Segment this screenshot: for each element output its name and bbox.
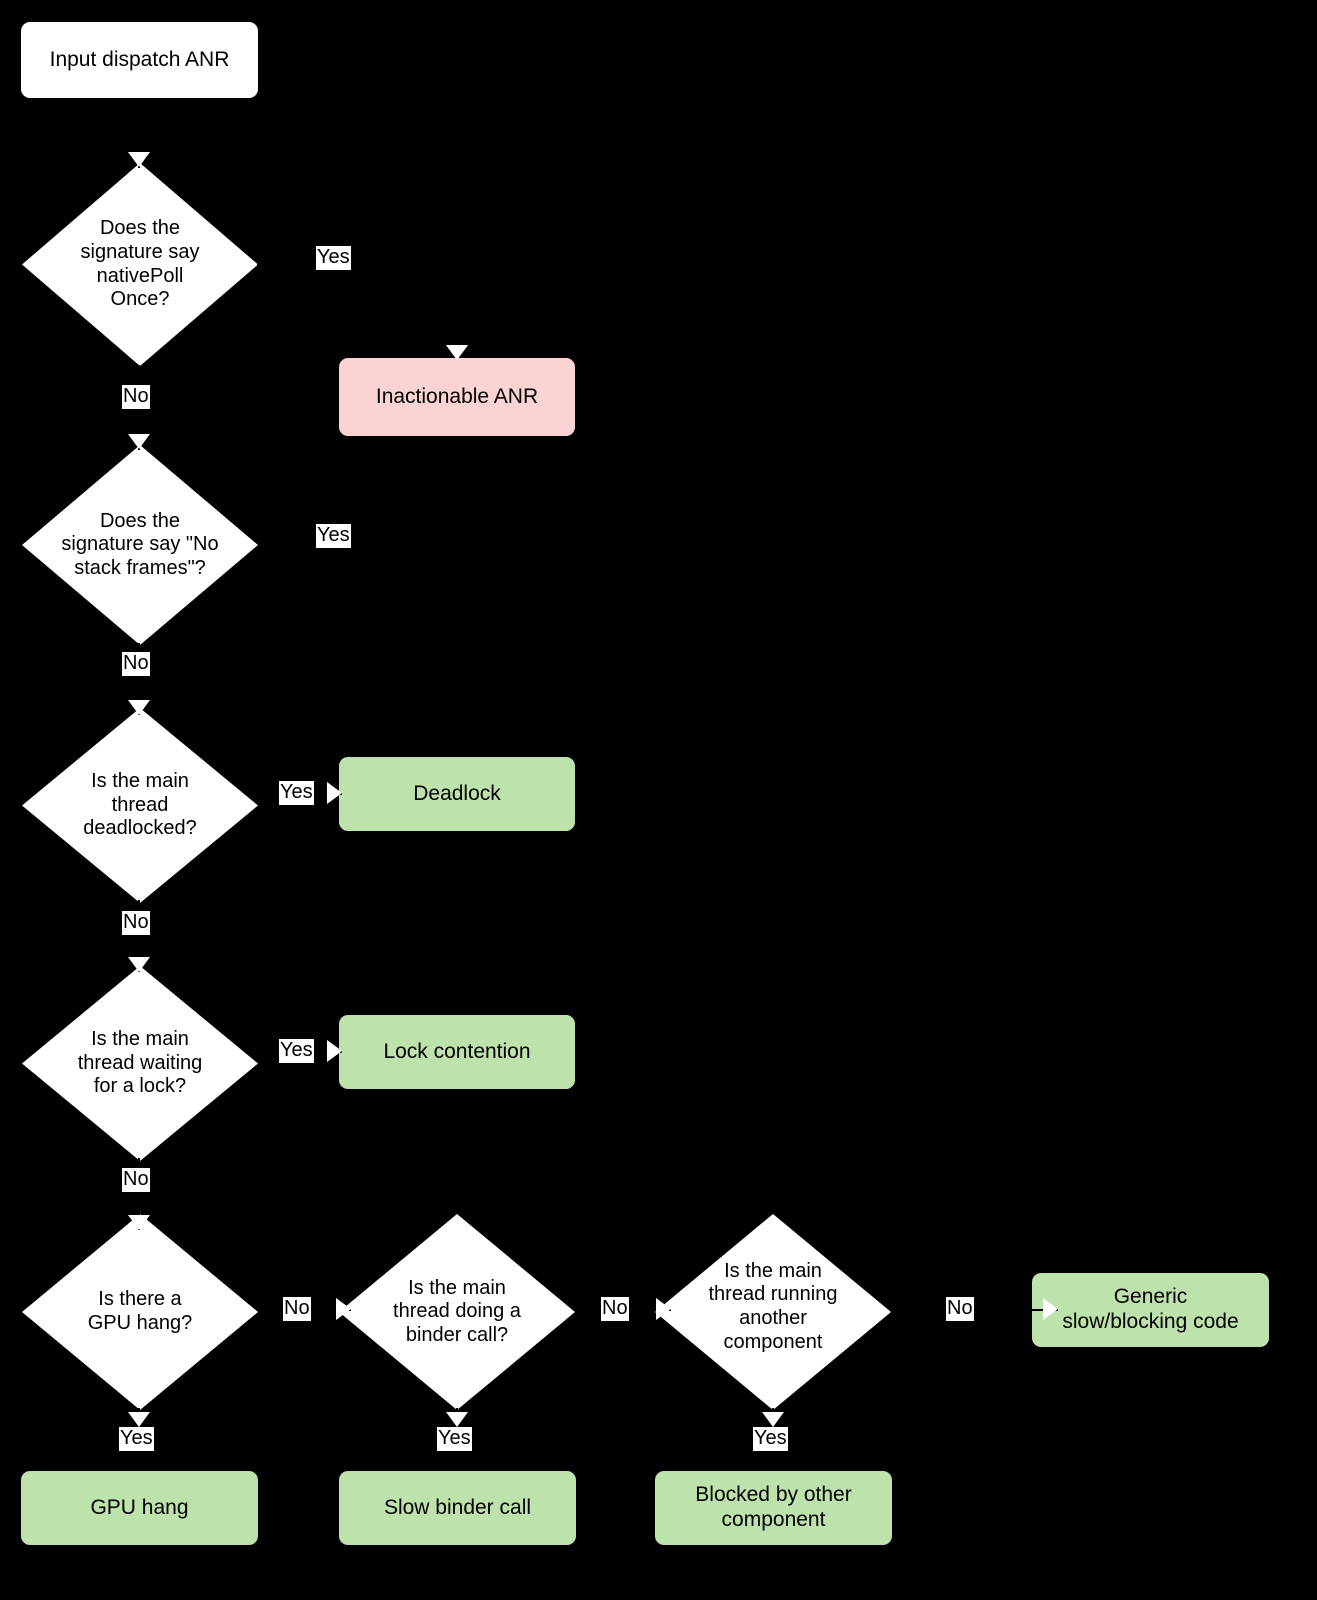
edge-label-nativepoll-yes: Yes xyxy=(316,246,351,270)
node-outcome-lock-contention[interactable]: Lock contention xyxy=(339,1015,575,1089)
node-decision-gpu-hang[interactable]: Is there a GPU hang? xyxy=(22,1214,258,1410)
edge-label-nostack-no: No xyxy=(122,652,150,676)
node-decision-main-thread-waiting-for-lock[interactable]: Is the main thread waiting for a lock? xyxy=(22,966,258,1161)
edge-component-no xyxy=(893,1309,1058,1311)
node-label: Does the signature say "No stack frames"… xyxy=(61,509,219,579)
arrowhead-nativepoll-no xyxy=(128,434,150,449)
node-label: Is the main thread doing a binder call? xyxy=(393,1276,521,1346)
arrowhead-binder-yes xyxy=(446,1412,468,1427)
edge-nativepoll-yes xyxy=(257,263,457,265)
arrowhead-binder-no xyxy=(656,1298,671,1320)
node-label: Generic slow/blocking code xyxy=(1062,1285,1239,1333)
node-label: Is the main thread running another compo… xyxy=(708,1259,838,1353)
node-outcome-deadlock[interactable]: Deadlock xyxy=(339,757,575,831)
edge-lock-no xyxy=(138,1158,140,1230)
arrowhead-gpu-no xyxy=(336,1298,351,1320)
node-decision-no-stack-frames[interactable]: Does the signature say "No stack frames"… xyxy=(22,445,258,645)
arrowhead-deadlock-yes xyxy=(327,782,342,804)
node-label: Input dispatch ANR xyxy=(49,47,230,71)
edge-label-gpu-yes: Yes xyxy=(119,1427,154,1451)
edge-label-deadlock-yes: Yes xyxy=(279,781,314,805)
node-decision-main-thread-deadlocked[interactable]: Is the main thread deadlocked? xyxy=(22,708,258,903)
edge-label-nativepoll-no: No xyxy=(122,385,150,409)
node-outcome-blocked-by-other-component[interactable]: Blocked by other component xyxy=(655,1471,892,1545)
node-label: Is the main thread waiting for a lock? xyxy=(77,1028,203,1098)
node-label: Inactionable ANR xyxy=(375,384,539,408)
node-decision-binder-call[interactable]: Is the main thread doing a binder call? xyxy=(339,1214,575,1410)
edge-label-component-yes: Yes xyxy=(753,1427,788,1451)
edge-nostack-yes xyxy=(257,540,457,542)
edge-label-component-no: No xyxy=(946,1297,974,1321)
arrowhead-lock-no xyxy=(128,1215,150,1230)
edge-deadlock-no xyxy=(138,900,140,972)
edge-label-binder-no: No xyxy=(601,1297,629,1321)
node-label: GPU hang xyxy=(90,1495,189,1519)
arrowhead-component-no xyxy=(1043,1298,1058,1320)
edge-label-gpu-no: No xyxy=(283,1297,311,1321)
edge-label-deadlock-no: No xyxy=(122,911,150,935)
node-outcome-slow-binder-call[interactable]: Slow binder call xyxy=(339,1471,576,1545)
node-label: Is there a GPU hang? xyxy=(87,1288,193,1334)
node-decision-running-another-component[interactable]: Is the main thread running another compo… xyxy=(655,1214,891,1410)
node-label: Does the signature say nativePoll Once? xyxy=(80,217,200,311)
node-decision-nativepoll-once[interactable]: Does the signature say nativePoll Once? xyxy=(22,163,258,366)
node-label: Lock contention xyxy=(383,1039,531,1063)
edge-label-nostack-yes: Yes xyxy=(316,524,351,548)
edge-label-lock-yes: Yes xyxy=(279,1039,314,1063)
node-label: Deadlock xyxy=(413,781,501,805)
edge-label-lock-no: No xyxy=(122,1168,150,1192)
node-label: Blocked by other component xyxy=(695,1483,852,1531)
node-label: Is the main thread deadlocked? xyxy=(83,770,197,840)
edge-nostack-yes-vert xyxy=(456,438,458,542)
arrowhead-nostack-yes xyxy=(446,345,468,360)
arrowhead-start-to-nativepoll xyxy=(128,152,150,167)
edge-start-to-nativepoll xyxy=(138,98,140,168)
edge-nostack-no xyxy=(138,643,140,715)
arrowhead-lock-yes xyxy=(327,1040,342,1062)
edge-nativepoll-yes-vert xyxy=(456,263,458,358)
arrowhead-gpu-yes xyxy=(128,1412,150,1427)
arrowhead-deadlock-no xyxy=(128,957,150,972)
node-outcome-inactionable-anr[interactable]: Inactionable ANR xyxy=(339,358,575,436)
arrowhead-component-yes xyxy=(762,1412,784,1427)
node-input-dispatch-anr[interactable]: Input dispatch ANR xyxy=(21,22,258,98)
node-label: Slow binder call xyxy=(383,1495,532,1519)
edge-label-binder-yes: Yes xyxy=(437,1427,472,1451)
node-outcome-generic-slow-blocking-code[interactable]: Generic slow/blocking code xyxy=(1032,1273,1269,1347)
node-outcome-gpu-hang[interactable]: GPU hang xyxy=(21,1471,258,1545)
arrowhead-nostack-no xyxy=(128,700,150,715)
